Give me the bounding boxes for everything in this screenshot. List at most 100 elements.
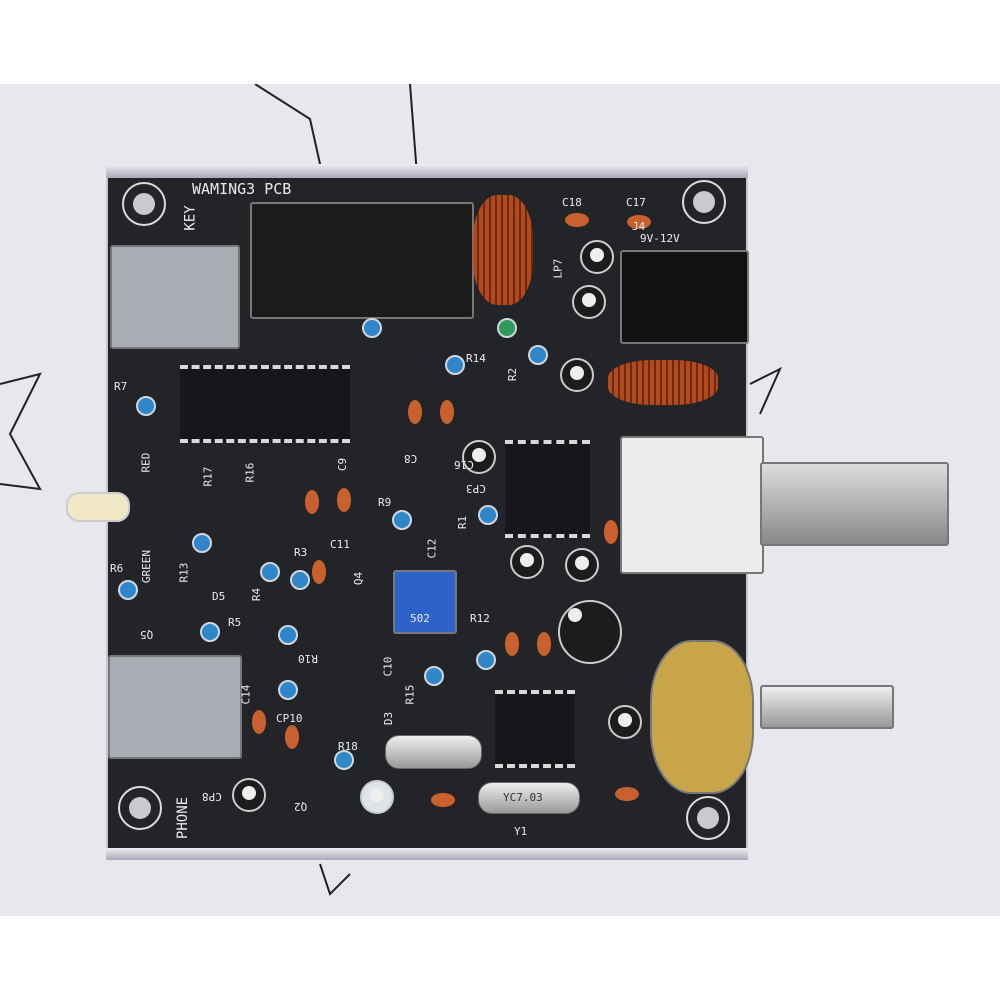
capacitor — [537, 632, 551, 656]
r2-label: R2 — [506, 367, 520, 382]
trimmer-pot[interactable]: 502 — [393, 570, 457, 634]
c16-label: C16 — [454, 458, 474, 471]
resistor — [290, 570, 310, 590]
crystal: YC7.03 — [478, 782, 580, 814]
resistor — [278, 680, 298, 700]
y1-label: Y1 — [514, 825, 528, 838]
key-jack[interactable] — [110, 245, 240, 349]
electrolytic-capacitor — [560, 358, 594, 392]
r10-label: R10 — [298, 652, 318, 665]
dc-power-jack[interactable] — [620, 250, 749, 344]
capacitor — [408, 400, 422, 424]
ic-chip-8pin — [495, 690, 575, 768]
toroid-inductor — [608, 360, 718, 405]
bnc-connector[interactable] — [620, 436, 764, 574]
phone-label: PHONE — [175, 796, 192, 840]
capacitor — [604, 520, 618, 544]
mount-hole — [682, 180, 726, 224]
r7-label: R7 — [114, 380, 128, 393]
resistor — [260, 562, 280, 582]
bnc-barrel — [760, 462, 949, 546]
mount-hole — [118, 786, 162, 830]
cp10-label: CP10 — [276, 712, 303, 725]
key-label: KEY — [182, 205, 199, 231]
r18-label: R18 — [338, 740, 358, 753]
potentiometer[interactable] — [650, 640, 754, 794]
led-red-label: RED — [139, 452, 153, 473]
toroid-inductor — [473, 195, 533, 305]
trimmer-label: 502 — [410, 612, 430, 625]
capacitor — [312, 560, 326, 584]
electrolytic-capacitor — [232, 778, 266, 812]
resistor — [478, 505, 498, 525]
resistor — [192, 533, 212, 553]
electrolytic-capacitor — [462, 440, 496, 474]
r5-label: R5 — [228, 616, 242, 629]
resistor — [362, 318, 382, 338]
resistor — [445, 355, 465, 375]
capacitor-green — [497, 318, 517, 338]
capacitor — [252, 710, 266, 734]
resistor — [136, 396, 156, 416]
resistor — [424, 666, 444, 686]
c8-label: C8 — [404, 452, 418, 465]
mount-hole — [122, 182, 166, 226]
electrolytic-capacitor — [608, 705, 642, 739]
electrolytic-capacitor — [510, 545, 544, 579]
r1-label: R1 — [456, 515, 470, 530]
power-label: 9V-12V — [640, 232, 680, 245]
r12-label: R12 — [470, 612, 490, 625]
r9-label: R9 — [378, 496, 392, 509]
resistor — [476, 650, 496, 670]
q5-label: Q5 — [140, 628, 154, 641]
mount-hole — [686, 796, 730, 840]
q2-label: Q2 — [294, 800, 308, 813]
cp3-label: CP3 — [466, 482, 486, 495]
resistor — [118, 580, 138, 600]
r3-label: R3 — [294, 546, 308, 559]
potentiometer-shaft[interactable] — [760, 685, 894, 729]
crystal-label: YC7.03 — [503, 791, 543, 804]
board-title: WAMING3 PCB — [192, 180, 292, 198]
electrolytic-capacitor — [572, 285, 606, 319]
aluminum-rail-top — [106, 164, 748, 178]
j4-label: J4 — [632, 220, 646, 233]
resistor — [200, 622, 220, 642]
d3-label: D3 — [382, 711, 396, 726]
capacitor — [615, 787, 639, 801]
d5-label: D5 — [212, 590, 226, 603]
r4-label: R4 — [250, 587, 264, 602]
electrolytic-capacitor — [565, 548, 599, 582]
c17-label: C17 — [626, 196, 646, 209]
aluminum-rail-bottom — [106, 848, 748, 860]
resistor — [528, 345, 548, 365]
c10-label: C10 — [381, 656, 395, 677]
r17-label: R17 — [201, 466, 215, 487]
bicolor-led — [66, 492, 130, 522]
resistor — [278, 625, 298, 645]
r14-label: R14 — [466, 352, 486, 365]
c11-label: C11 — [330, 538, 350, 551]
electrolytic-capacitor — [580, 240, 614, 274]
capacitor — [431, 793, 455, 807]
capacitor — [505, 632, 519, 656]
r16-label: R16 — [243, 462, 257, 483]
r6-label: R6 — [110, 562, 124, 575]
capacitor — [337, 488, 351, 512]
heatsink-transistor — [250, 202, 474, 319]
capacitor — [565, 213, 589, 227]
c14-label: C14 — [239, 684, 253, 705]
capacitor — [305, 490, 319, 514]
ic-chip-8pin — [505, 440, 590, 538]
c18-label: C18 — [562, 196, 582, 209]
resistor — [334, 750, 354, 770]
r15-label: R15 — [403, 684, 417, 705]
led-green-label: GREEN — [140, 549, 154, 584]
capacitor — [440, 400, 454, 424]
lp7-label: LP7 — [551, 258, 565, 279]
crystal — [385, 735, 482, 769]
c12-label: C12 — [425, 538, 439, 559]
phone-jack[interactable] — [108, 655, 242, 759]
r13-label: R13 — [177, 562, 191, 583]
q4-label: Q4 — [352, 571, 366, 586]
